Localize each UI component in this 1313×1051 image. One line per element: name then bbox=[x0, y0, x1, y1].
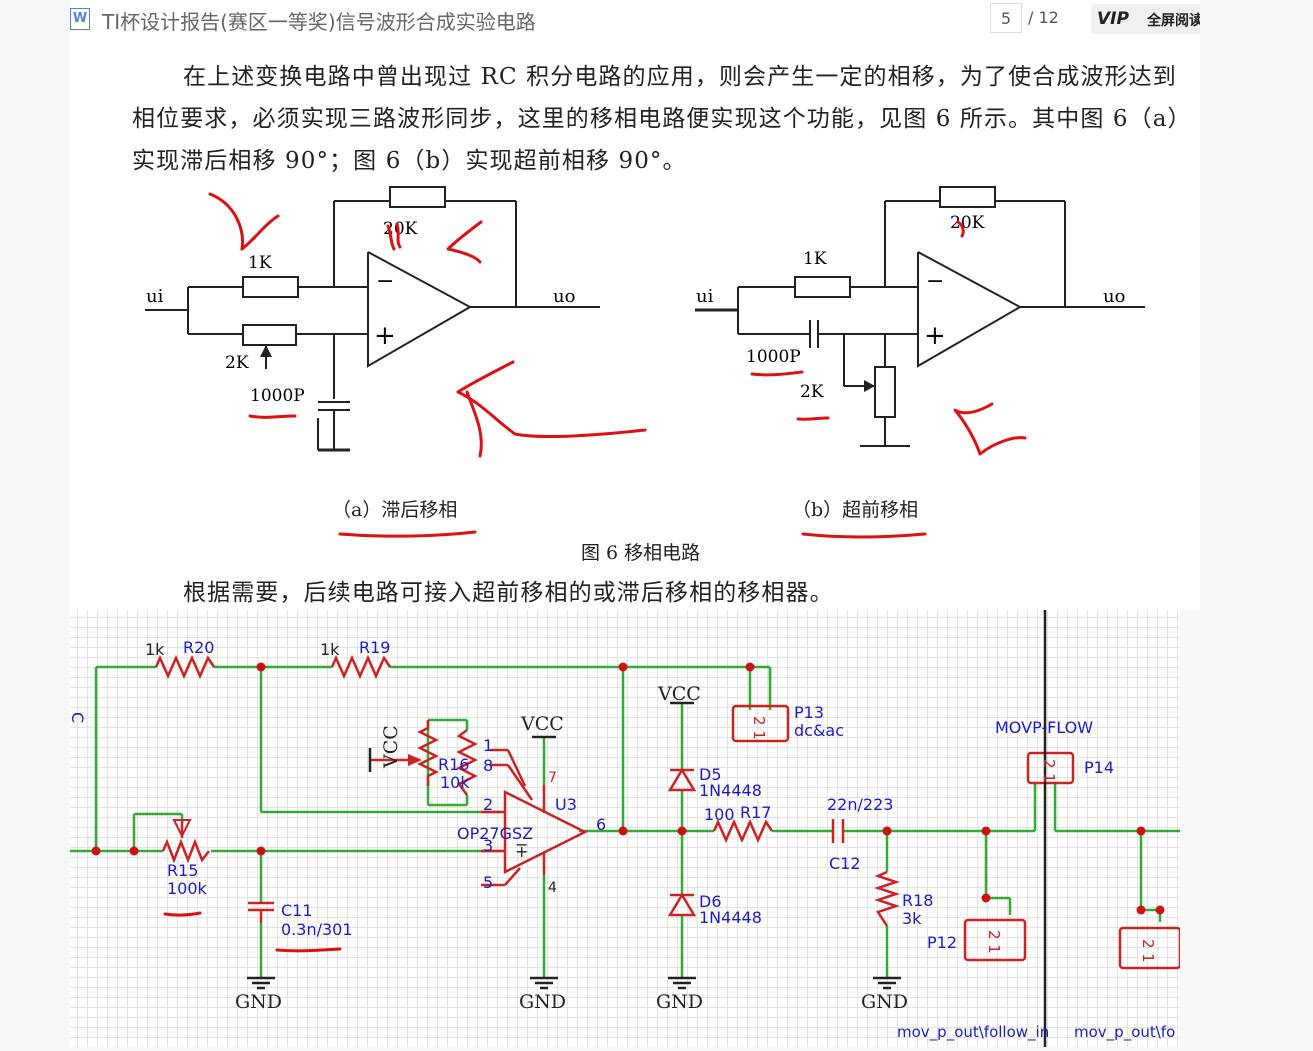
r17-value: 100 bbox=[704, 805, 735, 824]
p14-ref: P14 bbox=[1084, 758, 1114, 777]
schematic-wires bbox=[70, 665, 1180, 978]
r20-value: 1k bbox=[145, 640, 165, 659]
p13-name: dc&ac bbox=[794, 721, 844, 740]
u3-pin-2: 2 bbox=[483, 795, 493, 814]
schematic-red-annotations bbox=[163, 911, 342, 953]
fullscreen-read-button[interactable]: VIP 全屏阅读 bbox=[1091, 4, 1200, 34]
fig-a-r1-label: 1K bbox=[248, 253, 272, 273]
r16-value: 10k bbox=[440, 773, 470, 792]
r19-value: 1k bbox=[320, 640, 340, 659]
net-label-follow-out: mov_p_out\fo bbox=[1074, 1023, 1175, 1042]
u3-pin-3: 3 bbox=[483, 836, 493, 855]
u3-ref: U3 bbox=[555, 795, 577, 814]
left-edge-label: C bbox=[70, 712, 87, 723]
document-title: TI杯设计报告(赛区一等奖)信号波形合成实验电路 bbox=[102, 10, 536, 34]
phase-shift-figure: ui uo 1K 20K 2K 1000P − + ui uo 1K 20K 2… bbox=[145, 186, 1145, 539]
fig-b-r1-label: 1K bbox=[803, 249, 827, 269]
r15-ref: R15 bbox=[167, 861, 198, 880]
r18-ref: R18 bbox=[902, 891, 933, 910]
r19-ref: R19 bbox=[359, 638, 390, 657]
p14-pins: 2 1 bbox=[1040, 759, 1058, 783]
u3-pin-1: 1 bbox=[483, 736, 493, 755]
r20-ref: R20 bbox=[183, 638, 214, 657]
d5-part: 1N4448 bbox=[699, 781, 762, 800]
p12-ref: P12 bbox=[927, 933, 957, 952]
u3-pin-7: 7 bbox=[548, 770, 557, 786]
vip-icon: VIP bbox=[1097, 9, 1129, 29]
u3-minus-sign: − bbox=[515, 835, 528, 854]
u3-plus-sign: + bbox=[515, 842, 528, 861]
schematic-drawing: 1k R20 1k R19 R15 100k C11 0.3n/301 R16 … bbox=[68, 610, 1182, 1047]
p-right-pins: 2 1 bbox=[1139, 939, 1157, 963]
fig-b-cap-label: 1000P bbox=[746, 347, 801, 367]
page-total: / 12 bbox=[1028, 8, 1059, 27]
fig-b-caption: （b）超前移相 bbox=[792, 499, 919, 521]
gnd-label-r18: GND bbox=[861, 991, 908, 1013]
gnd-label-d6: GND bbox=[656, 991, 703, 1013]
fig-b-minus: − bbox=[926, 269, 944, 294]
d6-ref: D6 bbox=[699, 892, 722, 911]
d6-part: 1N4448 bbox=[699, 908, 762, 927]
document-toolbar: W TI杯设计报告(赛区一等奖)信号波形合成实验电路 5 / 12 VIP 全屏… bbox=[70, 0, 1200, 44]
c12-ref: C12 bbox=[829, 854, 861, 873]
r17-ref: R17 bbox=[740, 803, 771, 822]
u3-part: OP27GSZ bbox=[457, 824, 533, 843]
p12-pins: 2 1 bbox=[985, 930, 1003, 954]
fig-a-minus: − bbox=[376, 269, 394, 294]
schematic-parts bbox=[154, 654, 1182, 970]
body-paragraph-1: 在上述变换电路中曾出现过 RC 积分电路的应用，则会产生一定的相移，为了使合成波… bbox=[132, 64, 1192, 174]
word-doc-icon: W bbox=[70, 8, 90, 30]
red-pen-annotations bbox=[208, 192, 1027, 539]
u3-vcc-label: VCC bbox=[520, 713, 564, 735]
fig-a-pot-label: 2K bbox=[225, 353, 249, 373]
r16-vcc-label: VCC bbox=[380, 725, 402, 769]
u3-pin-6: 6 bbox=[596, 815, 606, 834]
fig-b-input-label: ui bbox=[696, 286, 714, 307]
u3-pin-8: 8 bbox=[483, 756, 493, 775]
r18-value: 3k bbox=[902, 909, 922, 928]
fig-a-cap-label: 1000P bbox=[250, 386, 305, 406]
fullscreen-read-label: 全屏阅读 bbox=[1147, 13, 1200, 29]
net-label-follow-in: mov_p_out\follow_in bbox=[897, 1023, 1049, 1042]
power-symbols bbox=[247, 610, 1047, 1047]
body-paragraph-2: 根据需要，后续电路可接入超前移相的或滞后移相的移相器。 bbox=[183, 580, 834, 606]
fig-a-caption: （a）滞后移相 bbox=[332, 499, 458, 521]
fig-b-plus: + bbox=[924, 321, 946, 351]
gnd-label-c11: GND bbox=[235, 991, 282, 1013]
r15-value: 100k bbox=[167, 879, 208, 898]
u3-pin-5: 5 bbox=[483, 873, 493, 892]
gnd-label-u3: GND bbox=[519, 991, 566, 1013]
c12-value: 22n/223 bbox=[827, 795, 893, 814]
fig-a-input-label: ui bbox=[146, 286, 164, 307]
page-number-input[interactable]: 5 bbox=[990, 3, 1022, 33]
fig-b-rf-label: 20K bbox=[950, 213, 985, 233]
circuit-schematic: 1k R20 1k R19 R15 100k C11 0.3n/301 R16 … bbox=[68, 610, 1182, 1047]
r16-ref: R16 bbox=[438, 755, 469, 774]
d5-vcc-label: VCC bbox=[657, 683, 701, 705]
fig-b-pot-label: 2K bbox=[800, 382, 824, 402]
u3-pin-4: 4 bbox=[548, 880, 557, 896]
c11-value: 0.3n/301 bbox=[281, 920, 353, 939]
fig-a-output-label: uo bbox=[553, 286, 575, 307]
p13-pins: 2 1 bbox=[750, 716, 768, 740]
d5-ref: D5 bbox=[699, 765, 722, 784]
document-page: 在上述变换电路中曾出现过 RC 积分电路的应用，则会产生一定的相移，为了使合成波… bbox=[70, 44, 1200, 610]
junction-dots bbox=[91, 662, 1165, 915]
fig-a-plus: + bbox=[374, 321, 396, 351]
p14-title: MOVP-FLOW bbox=[995, 718, 1093, 737]
figure-caption: 图 6 移相电路 bbox=[581, 542, 701, 564]
fig-b-output-label: uo bbox=[1103, 286, 1125, 307]
c11-ref: C11 bbox=[281, 901, 313, 920]
p13-ref: P13 bbox=[794, 703, 824, 722]
